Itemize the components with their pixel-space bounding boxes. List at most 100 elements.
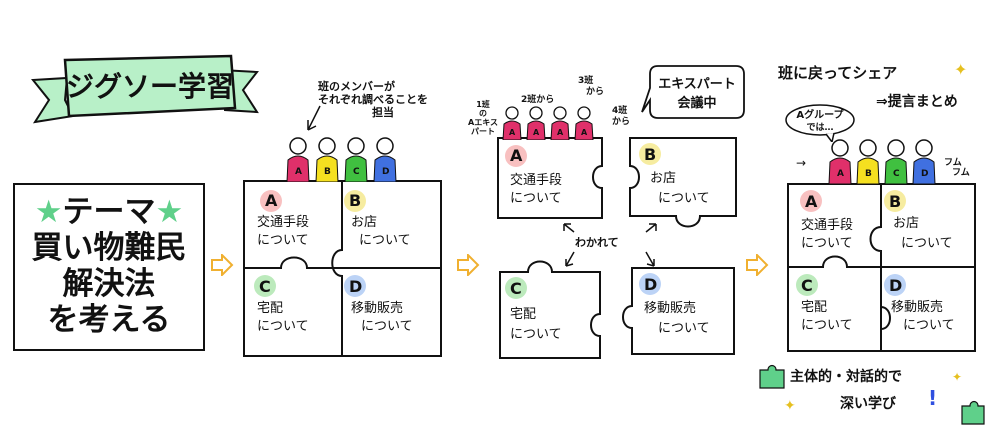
puzzle-piece-green-icon [961, 400, 985, 425]
piece-c-letter: C [510, 279, 522, 298]
svg-text:A: A [837, 169, 844, 179]
piece-a-letter: A [265, 191, 278, 210]
piece-a-text-1: 交通手段 [801, 217, 853, 233]
puzzle-piece-b: B お店 について [629, 137, 737, 228]
piece-b-text-1: お店 [650, 171, 676, 186]
student-a-icon: A [828, 139, 852, 184]
return-share-note: 班に戻ってシェア [778, 64, 898, 82]
piece-b-text-2: について [359, 233, 411, 248]
student-c-icon: C [344, 137, 368, 182]
arrow-right-icon [746, 254, 769, 276]
han1-note: 1班 の Aエキス パート [468, 100, 498, 136]
student-c-icon: C [884, 139, 908, 184]
students-group-2: A B C D [828, 139, 936, 184]
fumufumu-note: フム フム [944, 158, 970, 178]
a-group-line-2: では… [806, 122, 833, 133]
piece-a-text-1: 交通手段 [257, 214, 309, 230]
arrow-right-small-icon: → [796, 156, 807, 170]
piece-c-letter: C [259, 277, 271, 296]
piece-d-text-1: 移動販売 [644, 300, 696, 316]
piece-d-text-1: 移動販売 [891, 299, 943, 315]
puzzle-piece-d: D 移動販売 について [622, 267, 735, 355]
piece-c-text-2: について [257, 319, 309, 334]
piece-c-text-2: について [801, 318, 853, 333]
conclusion-line-2: 深い学び [840, 396, 896, 412]
svg-text:D: D [921, 169, 928, 179]
han3-note: 3班 から [578, 76, 605, 97]
svg-text:A: A [581, 128, 588, 137]
theme-line-4: を考える [47, 302, 171, 338]
svg-text:B: B [324, 167, 331, 177]
puzzle-piece-green-icon [759, 364, 785, 389]
piece-d-letter: D [889, 276, 902, 295]
expert-meeting-line-1: エキスパート [658, 77, 736, 92]
student-b-icon: B [315, 137, 339, 182]
sparkle-icon: ✦ [952, 370, 963, 384]
expert-meeting-line-2: 会議中 [677, 95, 716, 111]
piece-d-text-2: について [658, 321, 710, 336]
student-a-icon: A [526, 106, 546, 140]
svg-text:A: A [533, 128, 540, 137]
piece-c-text-1: 宅配 [801, 300, 827, 315]
piece-c-text-1: 宅配 [510, 307, 536, 322]
piece-a-letter: A [510, 146, 523, 165]
piece-d-text-1: 移動販売 [351, 300, 403, 316]
student-d-icon: D [373, 137, 397, 182]
student-b-icon: B [856, 139, 880, 184]
piece-b-text-1: お店 [893, 216, 919, 231]
piece-b-letter: B [889, 192, 901, 211]
piece-a-text-2: について [801, 236, 853, 251]
piece-c-letter: C [801, 276, 813, 295]
svg-text:B: B [865, 169, 872, 179]
members-note: 班のメンバーが それぞれ調べることを 担当 [318, 80, 428, 119]
student-a-icon: A [550, 106, 570, 140]
piece-d-letter: D [349, 277, 362, 296]
piece-a-text-1: 交通手段 [510, 172, 562, 188]
piece-c-text-1: 宅配 [257, 301, 283, 316]
puzzle-piece-c: C 宅配 について [499, 260, 601, 359]
piece-c-text-2: について [510, 327, 562, 342]
svg-text:C: C [893, 169, 900, 179]
piece-d-text-2: について [361, 319, 413, 334]
arrow-right-icon [457, 254, 480, 276]
conclusion-line-1: 主体的・対話的で [790, 369, 902, 385]
han2-note: 2班から [521, 95, 555, 105]
svg-text:D: D [382, 167, 389, 177]
piece-a-text-2: について [510, 191, 562, 206]
star-icon: ★ [34, 194, 63, 230]
split-arrows-icon [563, 223, 657, 267]
piece-a-letter: A [805, 192, 818, 211]
theme-line-2: 買い物難民 [31, 230, 187, 266]
students-group-expert: A A A A [502, 106, 594, 140]
speech-bubble: エキスパート 会議中 [641, 65, 745, 119]
students-group-1: A B C D [286, 137, 397, 182]
split-note: わかれて [575, 236, 619, 249]
theme-box: ★テーマ★ 買い物難民 解決法 を考える [13, 183, 205, 351]
arrow-down-left-icon [307, 105, 321, 131]
piece-b-text-1: お店 [351, 215, 377, 230]
title-banner: ジグソー学習 [31, 54, 259, 124]
piece-d-text-2: について [903, 318, 955, 333]
svg-text:A: A [295, 167, 302, 177]
puzzle-shared: A 交通手段 について B お店 について C 宅配 について D 移動販売 に… [787, 183, 976, 352]
student-a-icon: A [502, 106, 522, 140]
student-a-icon: A [574, 106, 594, 140]
title-text: ジグソー学習 [66, 70, 234, 103]
star-icon: ★ [155, 194, 184, 230]
piece-b-letter: B [349, 191, 361, 210]
svg-text:C: C [353, 167, 360, 177]
svg-text:A: A [557, 128, 564, 137]
piece-b-text-2: について [901, 236, 953, 251]
piece-b-text-2: について [658, 191, 710, 206]
piece-d-letter: D [644, 275, 657, 294]
puzzle-piece-a: A 交通手段 について [497, 137, 603, 219]
a-group-line-1: Aグループ [796, 108, 844, 121]
proposal-note: ⇒提言まとめ [876, 94, 958, 110]
sparkle-icon: ✦ [954, 60, 968, 79]
puzzle-assembled: A 交通手段 について B お店 について C 宅配 について D 移動販売 に… [243, 180, 442, 357]
student-a-icon: A [286, 137, 310, 182]
svg-text:A: A [509, 128, 516, 137]
sparkle-icon: ✦ [784, 398, 796, 414]
piece-a-text-2: について [257, 233, 309, 248]
exclaim-mark: ! [928, 386, 938, 410]
